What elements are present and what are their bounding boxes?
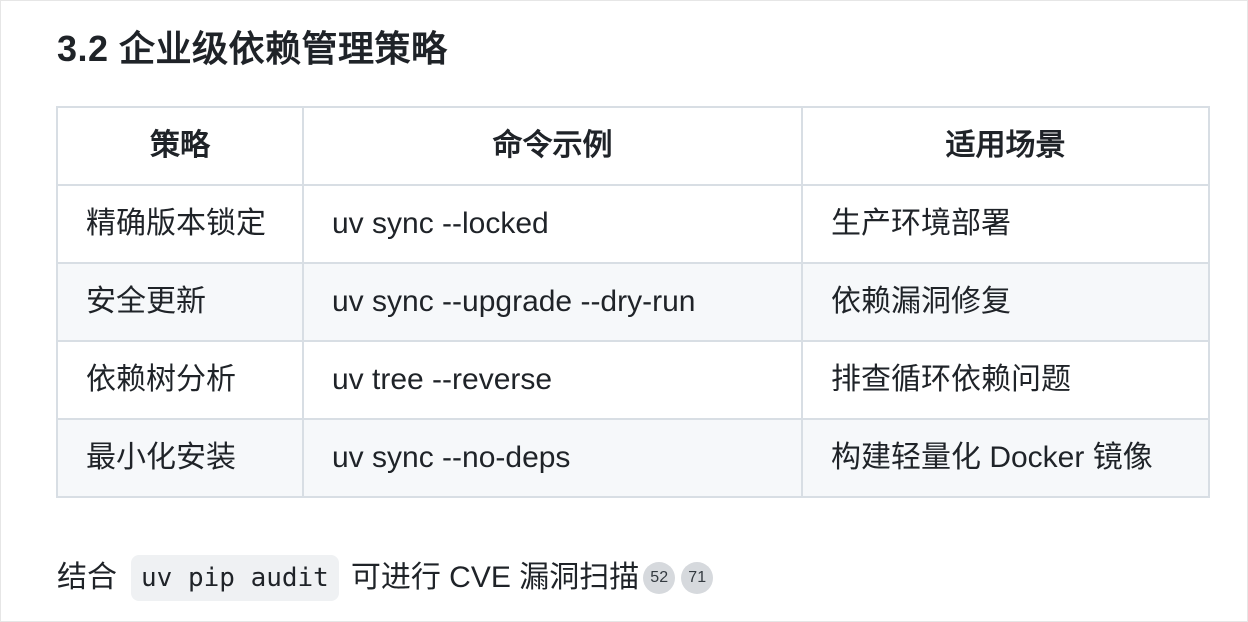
command-cell: uv sync --locked <box>302 184 803 264</box>
footer-suffix: 可进行 CVE 漏洞扫描 <box>350 561 640 594</box>
scenario-cell: 排查循环依赖问题 <box>801 340 1210 420</box>
table-row: 精确版本锁定 uv sync --locked 生产环境部署 <box>56 184 1210 264</box>
column-header-scenario: 适用场景 <box>801 106 1210 186</box>
column-header-command: 命令示例 <box>302 106 803 186</box>
command-cell: uv tree --reverse <box>302 340 803 420</box>
footer-prefix: 结合 <box>57 561 117 594</box>
strategy-cell: 依赖树分析 <box>56 340 304 420</box>
table-row: 依赖树分析 uv tree --reverse 排查循环依赖问题 <box>56 340 1210 420</box>
citation-badge-71[interactable]: 71 <box>681 562 714 594</box>
table-row: 安全更新 uv sync --upgrade --dry-run 依赖漏洞修复 <box>56 262 1210 342</box>
table-header-row: 策略 命令示例 适用场景 <box>56 106 1210 186</box>
column-header-strategy: 策略 <box>56 106 304 186</box>
section-heading: 3.2 企业级依赖管理策略 <box>57 28 448 69</box>
footer-note: 结合 uv pip audit 可进行 CVE 漏洞扫描 52 71 <box>57 552 714 604</box>
scenario-cell: 依赖漏洞修复 <box>801 262 1210 342</box>
dependency-strategy-table: 策略 命令示例 适用场景 精确版本锁定 uv sync --locked 生产环… <box>56 106 1210 498</box>
command-cell: uv sync --no-deps <box>302 418 803 498</box>
citation-badge-52[interactable]: 52 <box>643 562 676 594</box>
strategy-cell: 精确版本锁定 <box>56 184 304 264</box>
table-row: 最小化安装 uv sync --no-deps 构建轻量化 Docker 镜像 <box>56 418 1210 498</box>
strategy-cell: 安全更新 <box>56 262 304 342</box>
scenario-cell: 生产环境部署 <box>801 184 1210 264</box>
inline-code: uv pip audit <box>131 555 339 601</box>
command-cell: uv sync --upgrade --dry-run <box>302 262 803 342</box>
scenario-cell: 构建轻量化 Docker 镜像 <box>801 418 1210 498</box>
strategy-cell: 最小化安装 <box>56 418 304 498</box>
